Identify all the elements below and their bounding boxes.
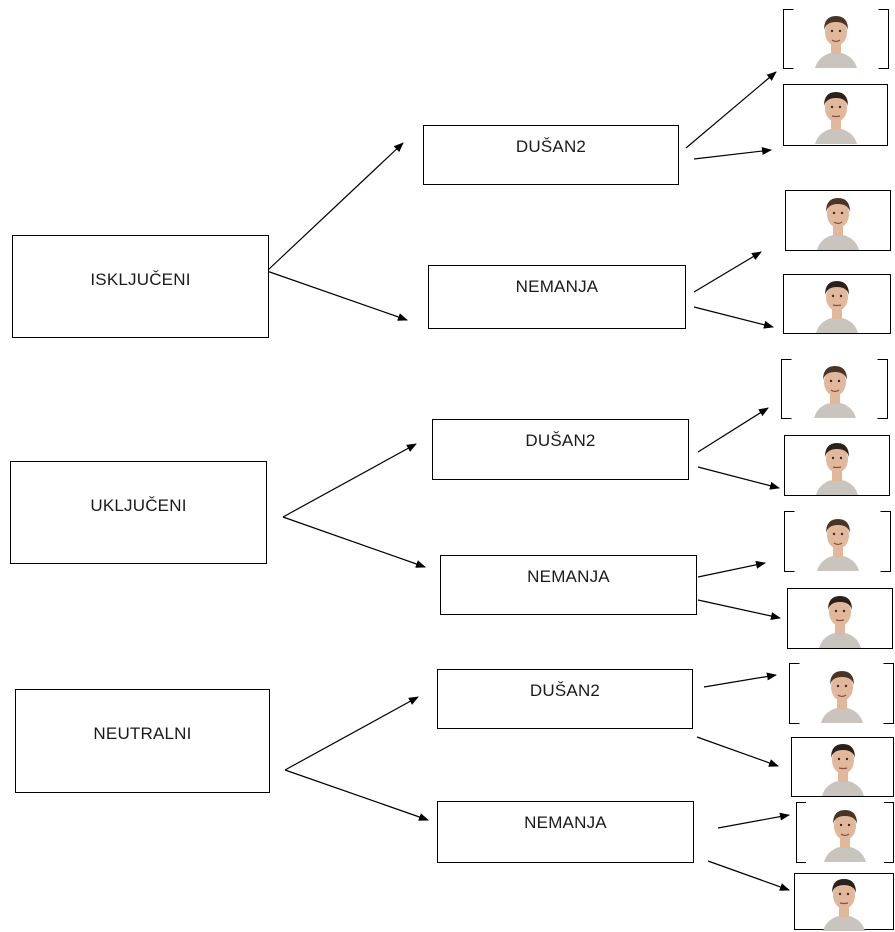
arrow [284,696,419,771]
face-photo [791,737,894,797]
arrow [693,251,762,293]
sub-box-dusan2: DUŠAN2 [437,669,693,729]
sub-label: NEMANJA [527,567,610,586]
face-photo [784,435,890,496]
sub-box-nemanja: NEMANJA [428,265,686,329]
arrow [697,407,769,453]
face-icon [816,281,858,333]
sub-label: DUŠAN2 [525,431,596,450]
arrow [685,71,777,149]
arrow [717,812,790,829]
face-icon [823,878,865,931]
arrow [697,599,781,620]
arrow [282,516,426,568]
group-label: UKLJUČENI [90,496,187,515]
group-label: NEUTRALNI [93,724,192,743]
arrow [707,860,790,891]
arrow [267,142,404,271]
face-icon [813,366,856,418]
face-icon [814,92,857,144]
sub-box-nemanja: NEMANJA [437,801,694,863]
face-photo [783,9,889,69]
sub-box-dusan2: DUŠAN2 [432,419,689,480]
face-icon [815,16,857,68]
face-photo [789,663,894,724]
group-box-ukljuceni: UKLJUČENI [10,461,267,564]
face-icon [817,197,859,250]
arrow [693,306,774,329]
arrow [263,269,408,321]
face-photo [785,190,891,251]
face-icon [821,744,864,796]
face-photo [787,588,893,649]
arrow [282,443,417,518]
sub-label: NEMANJA [515,277,599,296]
group-box-iskljuceni: ISKLJUČENI [12,235,269,338]
sub-label: NEMANJA [524,813,607,832]
group-label: ISKLJUČENI [90,270,191,289]
arrow [697,560,766,578]
face-photo [781,359,888,419]
face-photo [794,873,894,931]
sub-box-nemanja: NEMANJA [440,555,697,615]
arrow [696,736,779,767]
sub-label: DUŠAN2 [515,137,587,156]
arrow [284,769,429,821]
face-icon [816,518,859,571]
face-photo [784,511,891,572]
face-photo [783,274,891,334]
arrow [703,672,777,688]
face-photo [783,84,888,146]
sub-box-dusan2: DUŠAN2 [423,125,679,185]
arrow [693,147,772,160]
arrow [697,466,780,490]
face-icon [824,809,866,862]
face-photo [796,802,894,863]
face-icon [816,442,858,495]
sub-label: DUŠAN2 [529,681,601,700]
group-box-neutralni: NEUTRALNI [15,689,270,793]
face-icon [820,670,863,723]
face-icon [819,595,861,648]
